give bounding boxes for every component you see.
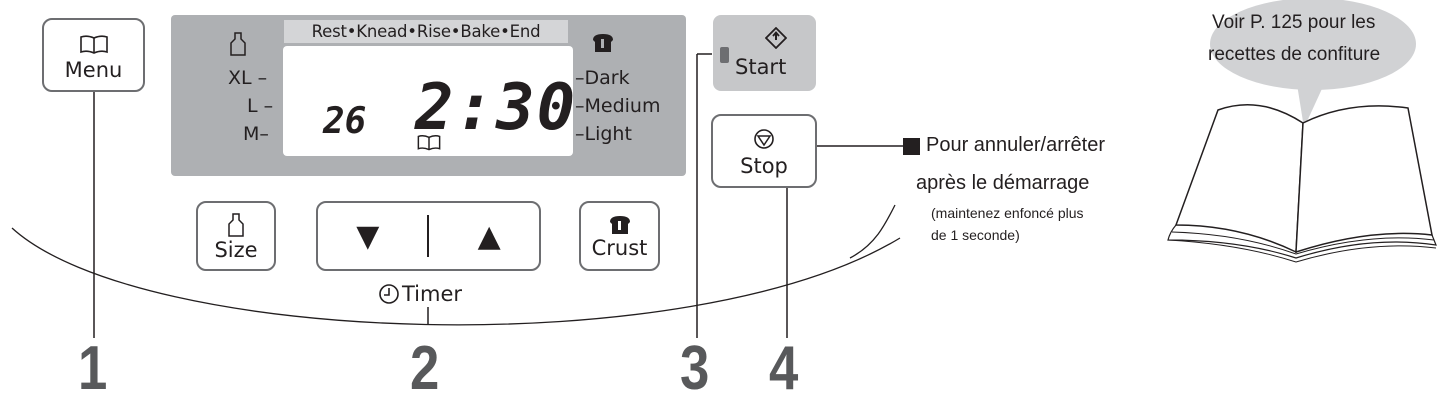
- callout-number-2: 2: [410, 334, 440, 403]
- callout-number-3: 3: [680, 334, 710, 403]
- size-level-l: L –: [247, 95, 274, 117]
- size-level-m: M–: [243, 123, 269, 145]
- stage-indicator-bar: Rest•Knead•Rise•Bake•End: [284, 20, 568, 43]
- book-icon: [79, 34, 108, 54]
- size-icon: [228, 212, 244, 237]
- timer-label: Timer: [378, 282, 462, 306]
- crust-level-medium: –Medium: [575, 95, 661, 117]
- crust-level-light: –Light: [575, 123, 632, 145]
- timer-arrow-buttons: ▼ ▲: [316, 201, 541, 271]
- start-button[interactable]: Start: [713, 15, 816, 91]
- panel-arc-right: [849, 204, 896, 259]
- down-arrow-button[interactable]: ▼: [356, 218, 380, 254]
- size-button[interactable]: Size: [196, 201, 276, 271]
- lcd-screen: 26 2:30: [283, 46, 575, 156]
- start-icon: [765, 27, 787, 49]
- jam-bubble-line2: recettes de confiture: [1208, 44, 1381, 65]
- stop-icon: [754, 128, 774, 149]
- stop-note-title: Pour annuler/arrêter: [926, 134, 1105, 156]
- stop-button-label: Stop: [740, 153, 788, 178]
- stop-note-square: [903, 138, 920, 155]
- display-panel: Rest•Knead•Rise•Bake•End XL – L – M– –Da…: [171, 15, 686, 176]
- arrow-divider: [427, 215, 430, 257]
- panel-arc: [11, 227, 901, 326]
- jam-bubble-line1: Voir P. 125 pour les: [1212, 12, 1376, 33]
- timer-label-text: Timer: [402, 282, 463, 306]
- start-indicator-light: [720, 47, 729, 63]
- stop-note-small-line1: (maintenez enfoncé plus: [931, 205, 1084, 221]
- menu-number-readout: 26: [323, 101, 367, 142]
- up-arrow-button[interactable]: ▲: [477, 218, 501, 254]
- size-level-xl: XL –: [228, 67, 268, 89]
- crust-icon: [593, 34, 613, 52]
- callout-number-4: 4: [769, 334, 799, 403]
- size-button-label: Size: [214, 237, 258, 262]
- time-readout: 2:30: [415, 71, 578, 145]
- clock-icon: [379, 284, 399, 304]
- crust-button[interactable]: Crust: [579, 201, 660, 271]
- stop-note-line2: après le démarrage: [916, 172, 1090, 194]
- menu-button-label: Menu: [64, 57, 123, 82]
- menu-book-icon: [417, 135, 441, 151]
- callout-number-1: 1: [78, 334, 108, 403]
- size-icon: [230, 32, 246, 56]
- open-book-illustration: [1167, 0, 1437, 263]
- start-button-label: Start: [735, 55, 787, 79]
- menu-button[interactable]: Menu: [42, 18, 145, 92]
- crust-icon: [609, 215, 630, 234]
- stop-button[interactable]: Stop: [711, 114, 817, 188]
- crust-level-dark: –Dark: [575, 67, 630, 89]
- stop-note-small-line2: de 1 seconde): [931, 227, 1020, 243]
- crust-button-label: Crust: [591, 235, 648, 260]
